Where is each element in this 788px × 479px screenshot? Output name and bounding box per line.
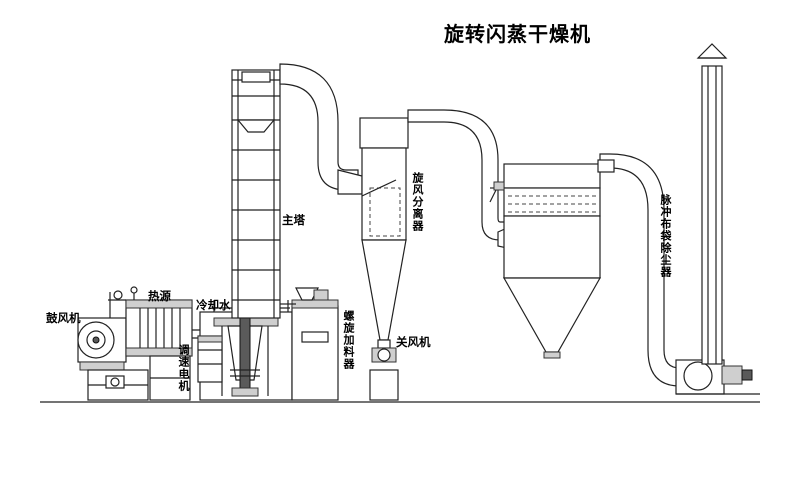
duct-filter-to-fan — [597, 153, 701, 387]
label-cyclone-separator: 旋风分离器 — [411, 172, 424, 232]
cyclone-separator — [359, 117, 409, 401]
label-heat-source: 热源 — [148, 289, 171, 303]
diagram-title: 旋转闪蒸干燥机 — [444, 22, 591, 46]
duct-tower-to-cyclone — [279, 63, 363, 195]
drying-chamber-base — [197, 300, 293, 401]
label-blower: 鼓风机 — [46, 311, 81, 325]
exhaust-stack — [696, 43, 728, 365]
duct-cyclone-to-filter — [407, 109, 517, 251]
main-tower — [231, 69, 281, 319]
label-main-tower: 主塔 — [282, 213, 305, 227]
pulse-bag-filter — [489, 163, 602, 359]
heat-source-unit — [108, 286, 214, 401]
screw-feeder — [280, 287, 339, 401]
blower-unit — [77, 317, 149, 401]
label-screw-feeder: 螺旋加料器 — [342, 310, 355, 370]
label-rotary-valve: 关风机 — [396, 335, 431, 349]
label-cooling-water: 冷却水 — [196, 298, 231, 312]
label-speed-motor: 调速电机 — [177, 344, 190, 392]
label-pulse-bag-filter: 脉冲布袋除尘器 — [659, 194, 672, 278]
exhaust-fan — [675, 359, 760, 395]
